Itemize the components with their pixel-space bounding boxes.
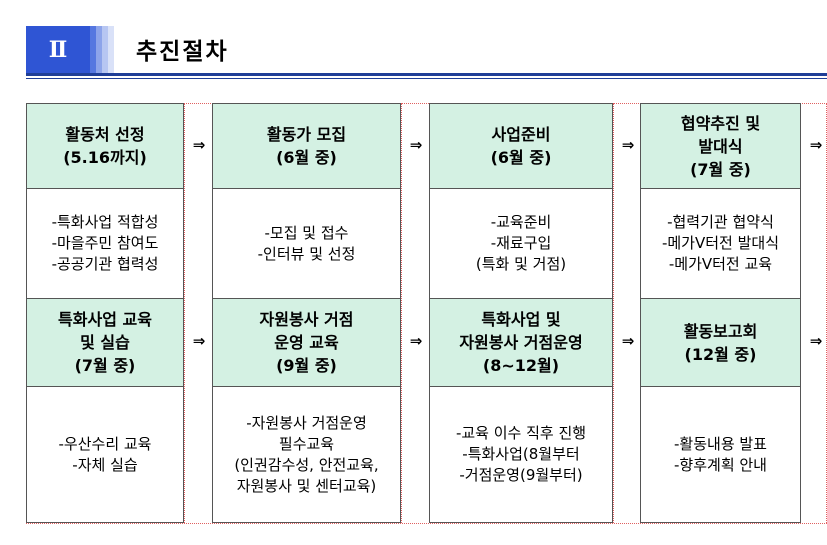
detail-text: -교육 이수 직후 진행 -특화사업(8월부터 -거점운영(9월부터) bbox=[456, 423, 586, 486]
detail-line: (특화 및 거점) bbox=[475, 255, 567, 273]
guide-v1 bbox=[184, 103, 185, 523]
guide-v3 bbox=[613, 103, 614, 523]
stage-line: (7월 중) bbox=[74, 356, 136, 375]
guide-top bbox=[26, 103, 827, 104]
header-strip-3 bbox=[102, 26, 108, 74]
detail-box: -모집 및 접수 -인터뷰 및 선정 bbox=[212, 188, 401, 299]
stage-line: 협약추진 및 bbox=[680, 113, 761, 133]
stage-line: (8~12월) bbox=[482, 356, 560, 375]
stage-line: (6월 중) bbox=[276, 148, 337, 167]
title-underline-thick bbox=[26, 73, 827, 76]
header-strip-4 bbox=[108, 26, 114, 74]
detail-box: -교육 이수 직후 진행 -특화사업(8월부터 -거점운영(9월부터) bbox=[429, 386, 613, 523]
stage-box: 활동처 선정 (5.16까지) bbox=[26, 103, 184, 189]
arrow-icon: ⇒ bbox=[409, 135, 423, 154]
stage-line: (12월 중) bbox=[684, 344, 757, 364]
detail-line: 필수교육 bbox=[278, 434, 335, 453]
detail-line: -자원봉사 거점운영 bbox=[246, 413, 367, 432]
stage-line: (7월 중) bbox=[690, 159, 751, 179]
stage-text: 활동가 모집 (6월 중) bbox=[267, 123, 346, 169]
arrow-icon: ⇒ bbox=[621, 135, 635, 154]
stage-text: 활동보고회 (12월 중) bbox=[684, 320, 758, 366]
detail-box: -활동내용 발표 -향후계획 안내 bbox=[640, 386, 801, 523]
detail-text: -활동내용 발표 -향후계획 안내 bbox=[674, 434, 767, 476]
arrow-icon: ⇒ bbox=[621, 332, 635, 350]
stage-box: 활동가 모집 (6월 중) bbox=[212, 103, 401, 189]
detail-text: -우산수리 교육 -자체 실습 bbox=[59, 434, 152, 476]
detail-line: -협력기관 협약식 bbox=[667, 213, 774, 231]
detail-line: -자체 실습 bbox=[72, 455, 138, 474]
stage-line: 운영 교육 bbox=[274, 333, 339, 352]
stage-line: 활동보고회 bbox=[683, 321, 758, 341]
arrow-icon: ⇒ bbox=[409, 332, 423, 350]
stage-line: 자원봉사 거점운영 bbox=[459, 333, 583, 352]
stage-line: 사업준비 bbox=[491, 125, 551, 144]
section-number-badge: Ⅱ bbox=[26, 26, 90, 74]
detail-line: -재료구입 bbox=[490, 234, 552, 252]
detail-line: -모집 및 접수 bbox=[264, 223, 349, 242]
detail-line: -활동내용 발표 bbox=[674, 434, 767, 453]
detail-box: -협력기관 협약식 -메가V터전 발대식 -메가V터전 교육 bbox=[640, 188, 801, 299]
detail-box: -우산수리 교육 -자체 실습 bbox=[26, 386, 184, 523]
section-title: 추진절차 bbox=[136, 39, 229, 65]
stage-line: 발대식 bbox=[698, 136, 743, 156]
title-underline-thin bbox=[26, 78, 827, 79]
stage-line: 활동가 모집 bbox=[266, 125, 347, 144]
detail-line: -인터뷰 및 선정 bbox=[257, 244, 356, 263]
stage-box: 활동보고회 (12월 중) bbox=[640, 298, 801, 387]
stage-line: (5.16까지) bbox=[63, 148, 147, 167]
stage-line: 특화사업 교육 bbox=[58, 310, 152, 329]
detail-text: -모집 및 접수 -인터뷰 및 선정 bbox=[258, 223, 356, 265]
arrow-icon: ⇒ bbox=[809, 135, 823, 154]
arrow-icon: ⇒ bbox=[809, 332, 823, 350]
stage-line: 활동처 선정 bbox=[65, 125, 145, 144]
arrow-icon: ⇒ bbox=[192, 332, 206, 350]
detail-line: -메가V터전 발대식 bbox=[661, 234, 780, 252]
detail-line: -교육 이수 직후 진행 bbox=[455, 424, 587, 442]
stage-line: (6월 중) bbox=[490, 148, 552, 167]
arrow-icon: ⇒ bbox=[192, 135, 206, 154]
detail-text: -협력기관 협약식 -메가V터전 발대식 -메가V터전 교육 bbox=[662, 212, 779, 275]
detail-line: -향후계획 안내 bbox=[674, 455, 767, 474]
detail-line: 자원봉사 및 센터교육) bbox=[236, 476, 377, 495]
stage-text: 활동처 선정 (5.16까지) bbox=[63, 123, 147, 169]
detail-box: -특화사업 적합성 -마을주민 참여도 -공공기관 협력성 bbox=[26, 188, 184, 299]
detail-text: -교육준비 -재료구입 (특화 및 거점) bbox=[476, 212, 566, 275]
stage-text: 사업준비 (6월 중) bbox=[491, 123, 552, 169]
header-strip-2 bbox=[96, 26, 102, 74]
detail-line: -특화사업 적합성 bbox=[51, 213, 159, 231]
detail-line: -마을주민 참여도 bbox=[51, 234, 159, 252]
detail-line: -특화사업(8월부터 bbox=[462, 445, 580, 463]
stage-line: 및 실습 bbox=[80, 333, 130, 352]
detail-line: -거점운영(9월부터) bbox=[459, 466, 583, 484]
guide-bottom bbox=[26, 523, 827, 524]
detail-text: -특화사업 적합성 -마을주민 참여도 -공공기관 협력성 bbox=[52, 212, 159, 275]
stage-line: 자원봉사 거점 bbox=[259, 310, 354, 329]
stage-line: 특화사업 및 bbox=[481, 310, 561, 329]
detail-line: -교육준비 bbox=[490, 213, 552, 231]
stage-line: (9월 중) bbox=[276, 356, 337, 375]
detail-box: -교육준비 -재료구입 (특화 및 거점) bbox=[429, 188, 613, 299]
stage-box: 사업준비 (6월 중) bbox=[429, 103, 613, 189]
detail-line: -공공기관 협력성 bbox=[51, 255, 159, 273]
detail-line: -메가V터전 교육 bbox=[668, 255, 773, 273]
detail-line: (인권감수성, 안전교육, bbox=[234, 455, 379, 474]
detail-line: -우산수리 교육 bbox=[58, 434, 152, 453]
header-strip-1 bbox=[90, 26, 96, 74]
guide-v2 bbox=[401, 103, 402, 523]
